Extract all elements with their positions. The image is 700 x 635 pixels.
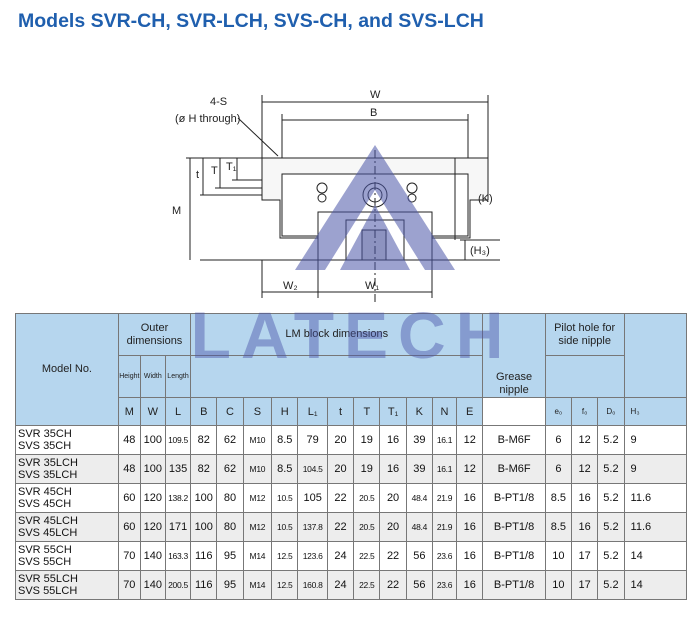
outer-dimensions-header: Outer dimensions — [117, 313, 192, 356]
lm-block-header: LM block dimensions — [190, 313, 484, 356]
height-header: Height — [117, 355, 141, 398]
model-header: Model No. — [15, 313, 119, 426]
leader-4s — [237, 117, 279, 157]
dimension-table: Model No. Outer dimensions LM block dime… — [15, 313, 688, 600]
lm-block-drawing: 4-S (ø H through) W B M t T T₁ (K) (H₃) … — [172, 89, 500, 305]
col-k: K — [405, 397, 433, 426]
col-h: H — [271, 397, 299, 426]
col-b: B — [190, 397, 218, 426]
label-t1: T₁ — [226, 161, 237, 173]
col-w: W — [139, 397, 166, 426]
col-n: N — [431, 397, 458, 426]
grease-nipple-header: Grease nipple — [482, 369, 546, 398]
col-c: C — [216, 397, 244, 426]
label-w1: W₁ — [365, 280, 379, 292]
label-hole: (ø H through) — [175, 113, 240, 125]
label-w2: W₂ — [283, 280, 298, 292]
col-t: t — [326, 397, 355, 426]
label-w: W — [370, 89, 381, 101]
col-tt: T — [353, 397, 381, 426]
col-t1: T₁ — [379, 397, 407, 426]
col-e0: e₀ — [544, 397, 573, 426]
label-t: t — [196, 169, 199, 181]
col-m: M — [117, 397, 141, 426]
width-header: Width — [139, 355, 166, 398]
label-b: B — [370, 107, 377, 119]
col-e: E — [456, 397, 484, 426]
col-f0: f₀ — [571, 397, 599, 426]
label-4s: 4-S — [210, 96, 227, 108]
page-title: Models SVR-CH, SVR-LCH, SVS-CH, and SVS-… — [18, 10, 484, 32]
pilot-hole-header: Pilot hole for side nipple — [544, 313, 625, 356]
label-k: (K) — [478, 193, 493, 205]
label-tt: T — [211, 165, 218, 177]
col-s: S — [242, 397, 273, 426]
label-m: M — [172, 205, 181, 217]
label-h3: (H₃) — [470, 245, 490, 257]
col-d0: D₀ — [597, 397, 625, 426]
col-h3: H₃ — [623, 397, 688, 426]
col-l: L — [164, 397, 192, 426]
col-l1: L₁ — [297, 397, 328, 426]
length-header: Length — [164, 355, 192, 398]
